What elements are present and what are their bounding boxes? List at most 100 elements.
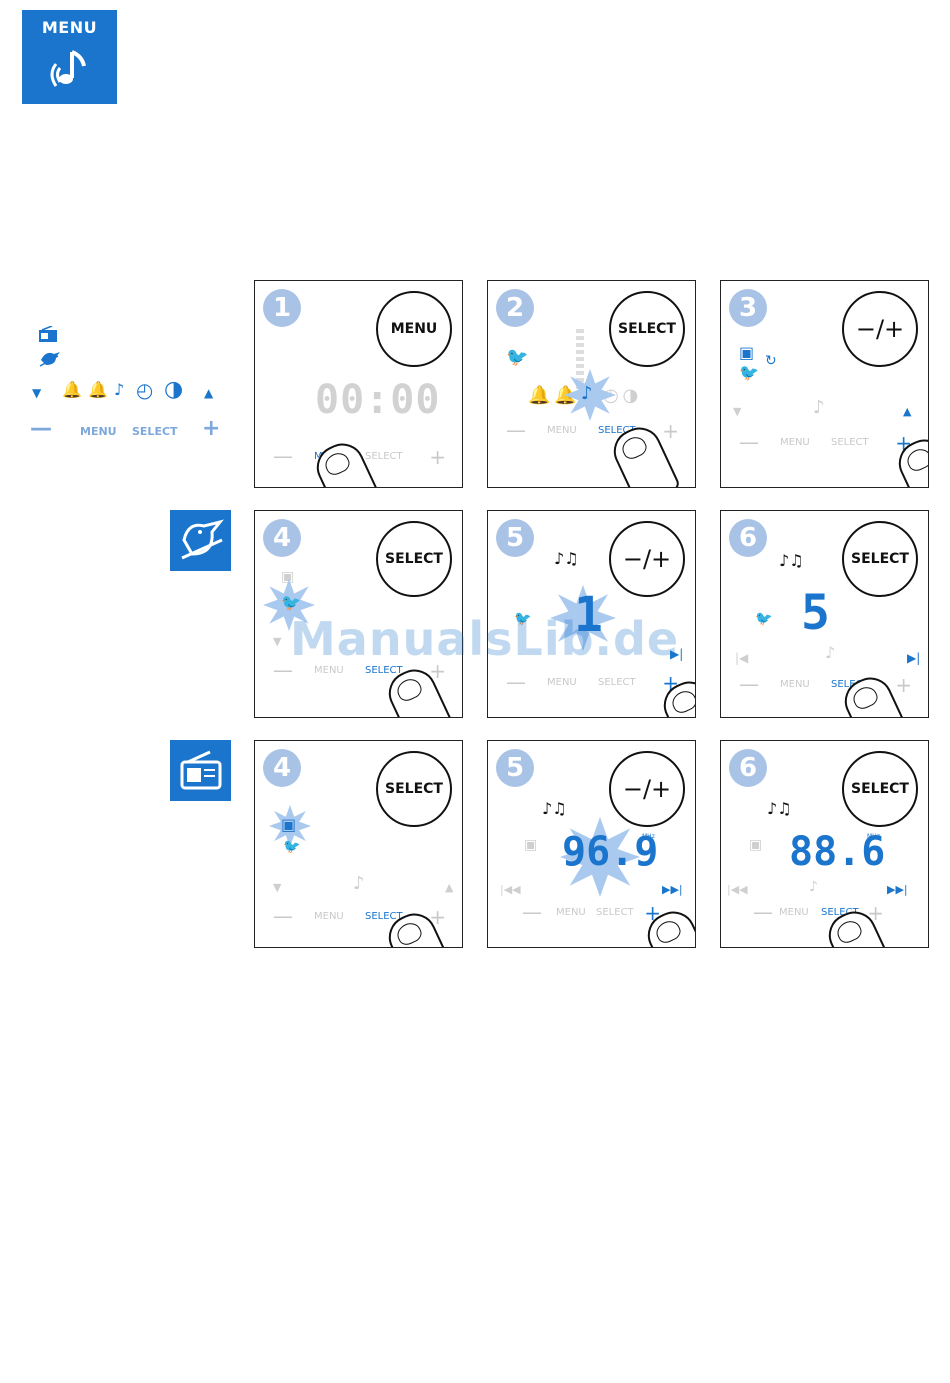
select-key: SELECT bbox=[365, 911, 403, 922]
up-arrow-icon: ▲ bbox=[445, 881, 454, 894]
select-button-illustration: SELECT bbox=[842, 521, 918, 597]
select-key: SELECT bbox=[365, 665, 403, 676]
indicator-row: ▼ 🔔 🔔 ♪ ◴ ◑ ▲ bbox=[30, 377, 225, 404]
previous-icon: |◀ bbox=[735, 651, 749, 665]
alarm-1-icon: 🔔 bbox=[62, 380, 82, 399]
bird-icon: 🐦 bbox=[739, 363, 759, 382]
rewind-icon: |◀◀ bbox=[500, 883, 521, 896]
step-panel-6a: 6 SELECT ♪♫ 5 🐦 ♪ |◀ ▶| — MENU SELECT + bbox=[720, 510, 929, 718]
music-notes-icon: ♪♫ bbox=[554, 549, 579, 568]
select-key: SELECT bbox=[598, 425, 636, 436]
up-arrow-icon: ▲ bbox=[204, 386, 214, 400]
legend-control-row: — MENU SELECT + bbox=[30, 416, 225, 442]
highlight-burst bbox=[564, 369, 616, 421]
bird-tile bbox=[170, 510, 231, 571]
radio-icon: ▣ bbox=[739, 343, 755, 362]
bird-icon bbox=[39, 352, 60, 367]
step-panel-3: 3 −/+ ▣ 🐦 ↻ ▼ ♪ ▲ — MENU SELECT + bbox=[720, 280, 929, 488]
music-note-icon: ♪ bbox=[813, 397, 825, 418]
radio-tile bbox=[170, 740, 231, 801]
fast-forward-icon: ▶▶| bbox=[662, 883, 683, 896]
radio-icon: ▣ bbox=[281, 569, 295, 585]
up-arrow-icon: ▲ bbox=[903, 405, 912, 418]
select-button-illustration: SELECT bbox=[609, 291, 685, 367]
step-number: 5 bbox=[496, 749, 534, 787]
music-notes-icon: ♪♫ bbox=[542, 799, 567, 818]
step-panel-2: 2 SELECT 🐦 🔔🔔 ◴◑ ♪ — MENU SELECT + bbox=[487, 280, 696, 488]
radio-icon: ▣ bbox=[749, 837, 763, 853]
music-note-icon: ♪ bbox=[809, 879, 818, 895]
clock-check-icon: ◴ bbox=[136, 378, 154, 402]
highlight-burst bbox=[263, 579, 315, 631]
next-icon: ▶| bbox=[907, 651, 921, 665]
select-button-illustration: SELECT bbox=[842, 751, 918, 827]
down-arrow-icon: ▼ bbox=[733, 405, 742, 418]
music-note-icon: ♪ bbox=[581, 383, 593, 404]
music-notes-icon: ♪♫ bbox=[779, 551, 804, 570]
music-note-icon bbox=[50, 50, 86, 87]
plus-minus-button-illustration: −/+ bbox=[609, 751, 685, 827]
frequency-display: 96.9 bbox=[562, 829, 659, 875]
legend-minus: — bbox=[30, 416, 52, 441]
plus-minus-button-illustration: −/+ bbox=[609, 521, 685, 597]
music-note-icon: ♪ bbox=[825, 643, 836, 662]
legend-select: SELECT bbox=[132, 425, 178, 438]
bird-icon: 🐦 bbox=[283, 839, 301, 855]
level-bar bbox=[576, 329, 584, 399]
step-number: 6 bbox=[729, 519, 767, 557]
bird-icon: 🐦 bbox=[755, 611, 773, 627]
menu-tile: MENU bbox=[22, 10, 117, 104]
bird-icon: 🐦 bbox=[506, 347, 529, 368]
plus-minus-button-illustration: −/+ bbox=[842, 291, 918, 367]
step-number: 5 bbox=[496, 519, 534, 557]
step-number: 4 bbox=[263, 749, 301, 787]
value-display: 5 bbox=[801, 585, 832, 641]
cycle-arrow-icon: ↻ bbox=[765, 353, 777, 369]
step-panel-4a: 4 SELECT ▣ 🐦 ▼ — MENU SELECT + bbox=[254, 510, 463, 718]
highlight-burst bbox=[550, 585, 616, 651]
step-number: 3 bbox=[729, 289, 767, 327]
legend-plus: + bbox=[202, 416, 221, 441]
radio-icon bbox=[180, 750, 222, 790]
control-row: — MENU SELECT + bbox=[753, 900, 884, 925]
step-panel-1: 1 MENU 00:00 — MENU SELECT + bbox=[254, 280, 463, 488]
down-arrow-icon: ▼ bbox=[273, 635, 282, 648]
music-note-icon: ♪ bbox=[353, 873, 365, 894]
bird-icon: 🐦 bbox=[281, 593, 301, 612]
music-note-icon: ♪ bbox=[114, 380, 125, 399]
control-row: — MENU SELECT + bbox=[739, 672, 912, 697]
control-row: — MENU SELECT + bbox=[506, 670, 679, 695]
select-key: SELECT bbox=[831, 679, 869, 690]
step-panel-4b: 4 SELECT ▣ 🐦 ▼ ♪ ▲ — MENU SELECT + bbox=[254, 740, 463, 948]
control-row: — MENU SELECT + bbox=[739, 430, 912, 455]
legend bbox=[38, 325, 62, 372]
step-number: 2 bbox=[496, 289, 534, 327]
radio-icon: ▣ bbox=[524, 837, 538, 853]
mhz-unit: MHz bbox=[642, 833, 655, 840]
radio-icon: ▣ bbox=[281, 815, 297, 834]
control-row: — MENU SELECT + bbox=[273, 904, 446, 929]
step-panel-5a: 5 −/+ ♪♫ 1 🐦 ▶| — MENU SELECT + bbox=[487, 510, 696, 718]
down-arrow-icon: ▼ bbox=[273, 881, 282, 894]
value-display: 1 bbox=[574, 587, 605, 643]
time-display: 00:00 bbox=[315, 377, 441, 423]
next-icon: ▶| bbox=[670, 647, 684, 661]
control-row: — MENU SELECT + bbox=[506, 418, 679, 443]
step-number: 6 bbox=[729, 749, 767, 787]
step-panel-6b: 6 SELECT ♪♫ ▣ 88.6 MHz ♪ |◀◀ ▶▶| — MENU … bbox=[720, 740, 929, 948]
alarm-2-icon: 🔔 bbox=[88, 380, 108, 399]
step-number: 4 bbox=[263, 519, 301, 557]
contrast-icon: ◑ bbox=[164, 377, 184, 402]
bird-icon bbox=[181, 519, 224, 560]
menu-button-illustration: MENU bbox=[376, 291, 452, 367]
frequency-display: 88.6 bbox=[789, 829, 886, 875]
music-notes-icon: ♪♫ bbox=[767, 799, 792, 818]
radio-icon bbox=[39, 325, 57, 342]
watermark: ManualsLib.de bbox=[290, 612, 680, 666]
down-arrow-icon: ▼ bbox=[32, 386, 42, 400]
legend-menu: MENU bbox=[80, 425, 117, 438]
select-button-illustration: SELECT bbox=[376, 751, 452, 827]
bird-icon: 🐦 bbox=[514, 611, 532, 627]
fast-forward-icon: ▶▶| bbox=[887, 883, 908, 896]
mhz-unit: MHz bbox=[867, 833, 880, 840]
